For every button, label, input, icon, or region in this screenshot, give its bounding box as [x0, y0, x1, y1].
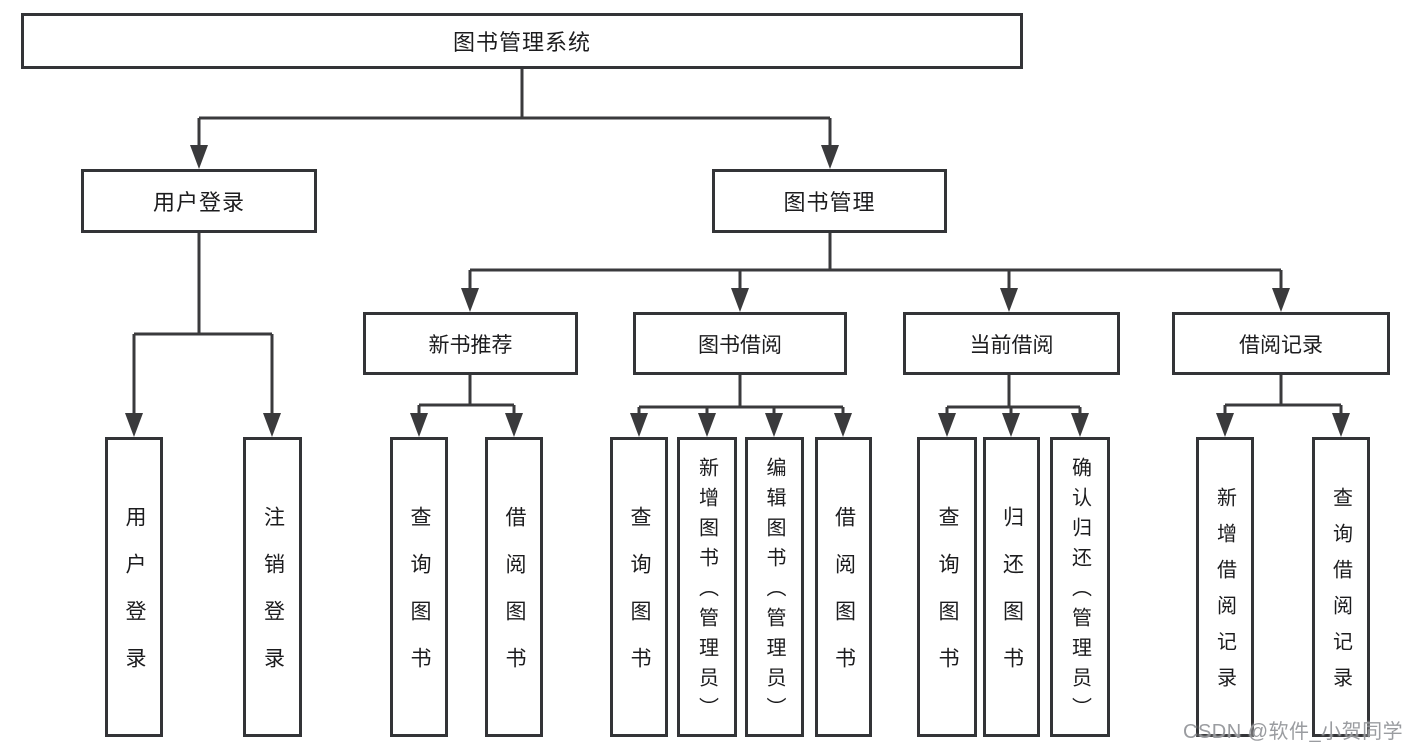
leaf-query-books-current: 查询图书 — [917, 437, 977, 737]
leaf-add-book-admin: 新增图书（管理员） — [677, 437, 737, 737]
node-label: 借阅记录 — [1239, 333, 1323, 357]
node-label: 图书借阅 — [698, 333, 782, 357]
arrow-down-icon — [1332, 413, 1350, 437]
edge-userlogin-to-leaves — [132, 233, 274, 416]
arrow-down-icon — [263, 413, 281, 437]
node-label: 查询借阅记录 — [1329, 487, 1352, 703]
arrow-down-icon — [1002, 413, 1020, 437]
leaf-query-borrow-record: 查询借阅记录 — [1312, 437, 1370, 737]
leaf-query-books-recommend: 查询图书 — [390, 437, 448, 737]
arrow-down-icon — [938, 413, 956, 437]
node-current-borrow: 当前借阅 — [903, 312, 1120, 375]
leaf-add-borrow-record: 新增借阅记录 — [1196, 437, 1254, 737]
arrowheads — [125, 145, 1350, 437]
arrow-down-icon — [731, 288, 749, 312]
arrow-down-icon — [834, 413, 852, 437]
edge-bookmgmt-to-level3 — [468, 233, 1283, 291]
arrow-down-icon — [1272, 288, 1290, 312]
leaf-query-books-borrow: 查询图书 — [610, 437, 668, 737]
edge-root-to-level2 — [197, 69, 832, 148]
node-label: 编辑图书（管理员） — [763, 457, 785, 727]
leaf-edit-book-admin: 编辑图书（管理员） — [745, 437, 804, 737]
arrow-down-icon — [698, 413, 716, 437]
node-borrow-records: 借阅记录 — [1172, 312, 1390, 375]
arrow-down-icon — [125, 413, 143, 437]
node-label: 图书管理 — [783, 190, 876, 215]
arrow-down-icon — [461, 288, 479, 312]
node-user-login: 用户登录 — [81, 169, 317, 233]
arrow-down-icon — [821, 145, 839, 169]
leaf-return-books: 归还图书 — [983, 437, 1040, 737]
arrow-down-icon — [1216, 413, 1234, 437]
node-book-management: 图书管理 — [712, 169, 947, 233]
leaf-borrow-books-recommend: 借阅图书 — [485, 437, 543, 737]
node-new-book-recommend: 新书推荐 — [363, 312, 578, 375]
leaf-borrow-books: 借阅图书 — [815, 437, 872, 737]
arrow-down-icon — [410, 413, 428, 437]
node-label: 借阅图书 — [503, 506, 526, 694]
arrow-down-icon — [765, 413, 783, 437]
edge-records-to-leaves — [1223, 375, 1343, 416]
node-label: 新增借阅记录 — [1213, 487, 1236, 703]
node-label: 注销登录 — [261, 506, 285, 694]
edge-currentborrow-to-leaves — [945, 375, 1082, 416]
node-book-borrow: 图书借阅 — [633, 312, 847, 375]
arrow-down-icon — [630, 413, 648, 437]
node-label: 查询图书 — [936, 506, 959, 694]
edge-bookborrow-to-leaves — [637, 375, 845, 416]
node-label: 用户登录 — [123, 506, 146, 694]
leaf-confirm-return-admin: 确认归还（管理员） — [1050, 437, 1110, 737]
csdn-watermark: CSDN @软件_小贺同学 — [1183, 721, 1404, 743]
node-label: 确认归还（管理员） — [1068, 457, 1091, 727]
arrow-down-icon — [1000, 288, 1018, 312]
node-label: 归还图书 — [1000, 506, 1024, 694]
arrow-down-icon — [1071, 413, 1089, 437]
leaf-user-login: 用户登录 — [105, 437, 163, 737]
node-label: 用户登录 — [152, 190, 245, 215]
node-label: 借阅图书 — [832, 506, 856, 694]
node-label: 查询图书 — [628, 506, 651, 694]
arrow-down-icon — [505, 413, 523, 437]
node-label: 当前借阅 — [969, 333, 1054, 357]
arrow-down-icon — [190, 145, 208, 169]
edge-newbook-to-leaves — [417, 375, 516, 416]
node-label: 图书管理系统 — [452, 30, 591, 55]
node-label: 新增图书（管理员） — [695, 457, 718, 727]
node-library-management-system: 图书管理系统 — [21, 13, 1023, 69]
node-label: 新书推荐 — [428, 333, 513, 357]
leaf-logout: 注销登录 — [243, 437, 302, 737]
node-label: 查询图书 — [408, 506, 431, 694]
